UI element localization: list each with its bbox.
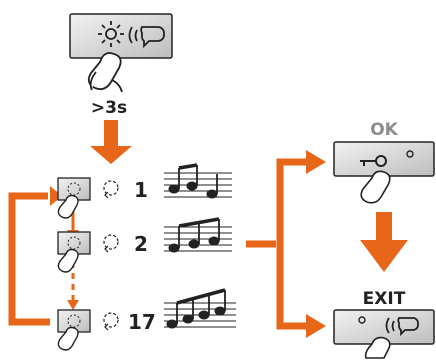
top-button-group: >3s bbox=[69, 13, 173, 118]
hold-time-label: >3s bbox=[91, 98, 127, 118]
ringtone-cycle-icon bbox=[103, 180, 119, 199]
voice-icon bbox=[128, 26, 165, 49]
step-row-3: 17 bbox=[57, 288, 236, 351]
ringtone-cycle-icon bbox=[67, 182, 81, 196]
hand-press-icon bbox=[87, 52, 123, 93]
ringtone-cycle-icon bbox=[103, 234, 119, 253]
hand-press-icon bbox=[360, 170, 391, 204]
ringtone-cycle-icon bbox=[67, 314, 81, 328]
step-arrow-2 bbox=[67, 262, 79, 310]
indicator-led bbox=[358, 316, 366, 324]
ringtone-cycle-icon bbox=[103, 312, 119, 331]
door-lock-button[interactable] bbox=[333, 141, 435, 177]
hand-press-icon bbox=[57, 248, 79, 273]
key-icon bbox=[360, 155, 387, 167]
exit-label: EXIT bbox=[363, 289, 406, 309]
hand-press-icon bbox=[364, 336, 391, 359]
hand-press-icon bbox=[57, 194, 79, 219]
loop-arrow-head bbox=[50, 186, 62, 206]
fork-arrow-down bbox=[306, 314, 326, 338]
music-notes-icon bbox=[164, 288, 236, 329]
step-number: 2 bbox=[134, 232, 148, 256]
voice-icon bbox=[385, 317, 419, 337]
light-icon bbox=[98, 21, 124, 47]
music-notes-icon bbox=[164, 217, 232, 253]
step-number: 17 bbox=[128, 310, 156, 334]
hand-press-icon bbox=[57, 326, 79, 351]
arrow-ok-to-exit bbox=[360, 212, 408, 272]
fork-brace bbox=[246, 158, 312, 330]
step-row-1: 1 bbox=[57, 163, 232, 219]
ok-label: OK bbox=[370, 120, 398, 140]
light-voice-button[interactable] bbox=[69, 13, 173, 59]
indicator-led bbox=[406, 150, 414, 158]
fork-arrow-up bbox=[306, 150, 326, 174]
ringtone-cycle-icon bbox=[67, 236, 81, 250]
step-number: 1 bbox=[134, 178, 148, 202]
arrow-to-sequence bbox=[90, 120, 132, 164]
loop-bracket bbox=[8, 192, 50, 326]
music-notes-icon bbox=[164, 163, 232, 199]
step-row-2: 2 bbox=[57, 217, 232, 273]
